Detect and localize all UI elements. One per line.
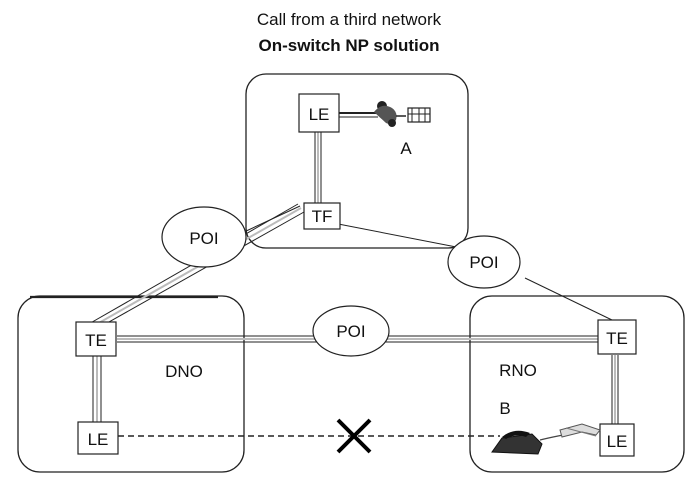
te-dno-label: TE (85, 331, 107, 350)
dno-network-box (17, 295, 245, 473)
x-mark-icon (336, 418, 372, 454)
le-dno-node (77, 421, 119, 455)
le-origin-label: LE (309, 105, 330, 124)
le-rno-label: LE (607, 432, 628, 451)
le-origin-node (298, 93, 340, 133)
te-rno-node (597, 319, 637, 355)
subscriber-a-label: A (400, 139, 412, 158)
subscriber-b-label: B (499, 399, 510, 418)
te-rno-label: TE (606, 329, 628, 348)
phone-terminal-icon (339, 101, 431, 127)
le-rno-node (599, 423, 635, 457)
telephone-icon (491, 423, 601, 455)
rno-label: RNO (499, 361, 537, 380)
trunk-le-tf (314, 132, 322, 203)
diagram-title: Call from a third network (257, 10, 442, 29)
poi-center-ellipse (312, 305, 390, 357)
dno-label: DNO (165, 362, 203, 381)
link-poi-right-te (524, 277, 613, 321)
poi-right-ellipse (447, 235, 521, 289)
le-dno-label: LE (88, 430, 109, 449)
poi-left-label: POI (189, 229, 218, 248)
trunk-te-le-rno (611, 355, 619, 425)
origin-network-box (245, 73, 469, 249)
trunk-te-le-dno (92, 355, 102, 423)
rno-network-box (469, 295, 685, 473)
poi-right-label: POI (469, 253, 498, 272)
te-dno-node (75, 321, 117, 357)
poi-center-label: POI (336, 322, 365, 341)
poi-left-ellipse (161, 206, 247, 268)
tf-node (303, 202, 341, 230)
tf-label: TF (312, 207, 333, 226)
diagram-subtitle: On-switch NP solution (258, 36, 439, 55)
